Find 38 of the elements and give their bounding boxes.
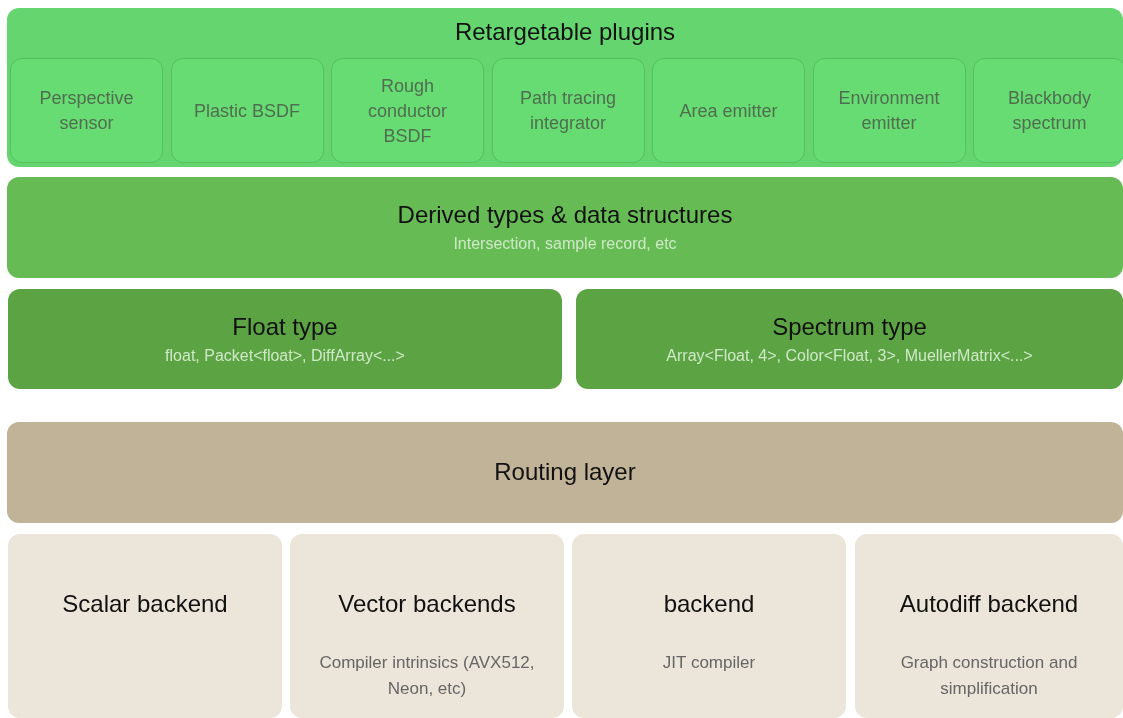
backend-title: Vector backends [337,590,517,618]
backend-title: Autodiff backend [898,590,1080,618]
plugin-label: Perspective sensor [38,86,135,135]
backend-description: Compiler intrinsics (AVX512, Neon, etc) [318,652,536,700]
layer-band [7,177,1123,278]
layer-title: Routing layer [493,458,637,486]
plugin-box [812,58,966,163]
layer-title: Derived types & data structures [396,201,734,229]
backend-title: Scalar backend [61,590,229,618]
layer-title: Float type [231,313,339,341]
backend-box [572,534,846,718]
backend-box [8,534,282,718]
layer-band [7,422,1123,523]
backend-box [290,534,564,718]
plugin-box [652,58,805,163]
plugin-label: Plastic BSDF [193,99,301,122]
layer-band [576,289,1123,389]
plugin-label: Path tracing integrator [518,86,618,135]
plugin-box [973,58,1123,163]
layer-subtitle: float, Packet<float>, DiffArray<...> [164,347,406,365]
layer-panel [7,8,1123,167]
layer-title: Retargetable plugins [453,18,677,46]
backend-box [855,534,1123,718]
plugin-label: Environment emitter [837,86,941,135]
plugin-box [331,58,484,163]
plugin-box [10,58,163,163]
layer-subtitle: Array<Float, 4>, Color<Float, 3>, MuellerMatrix<...> [665,347,1034,365]
plugin-label: Rough conductor BSDF [366,74,449,147]
plugin-label: Blackbody spectrum [1006,86,1093,135]
backend-description: JIT compiler [661,652,757,674]
backend-description: Graph construction and simplification [899,652,1079,700]
backend-title: backend [662,590,756,618]
plugin-box [491,58,645,163]
layer-band [8,289,562,389]
plugin-box [170,58,324,163]
plugin-label: Area emitter [678,99,779,122]
layer-subtitle: Intersection, sample record, etc [452,235,678,253]
layer-title: Spectrum type [771,313,928,341]
